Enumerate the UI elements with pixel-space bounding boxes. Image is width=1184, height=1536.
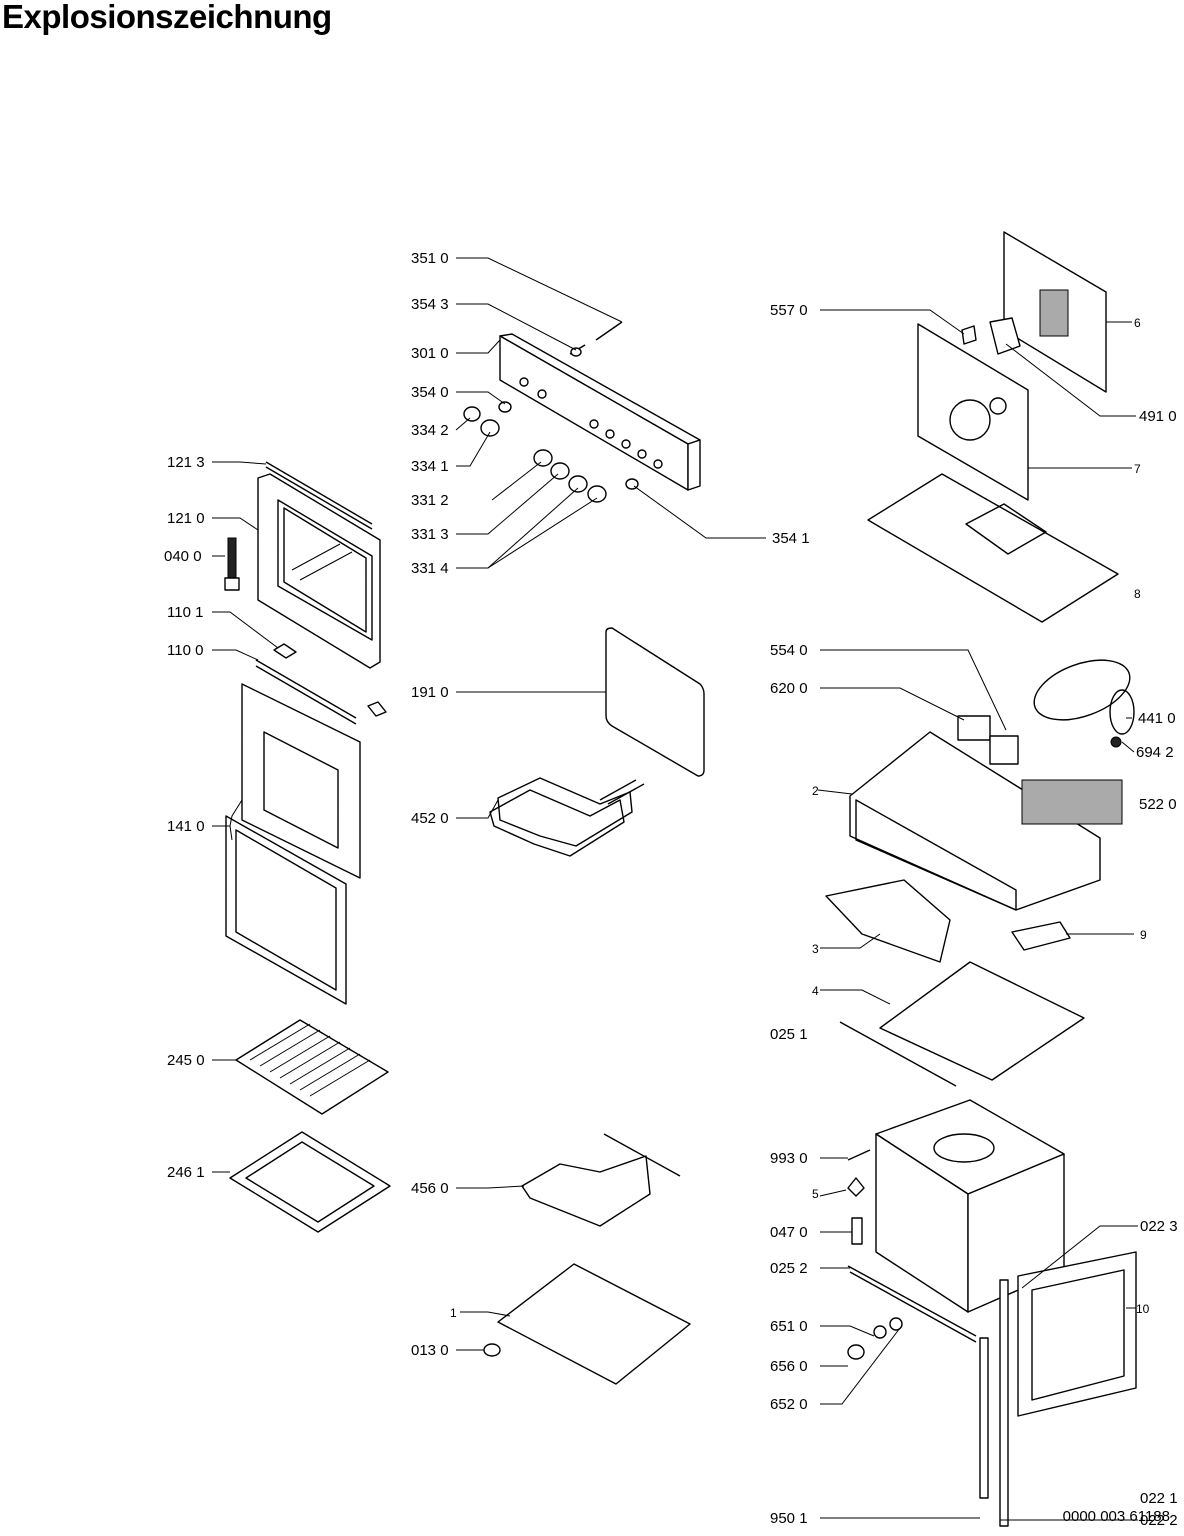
label-993-0: 993 0 xyxy=(770,1150,808,1167)
label-040-0: 040 0 xyxy=(164,548,202,565)
label-651-0: 651 0 xyxy=(770,1318,808,1335)
label-354-1: 354 1 xyxy=(772,530,810,547)
label-191-0: 191 0 xyxy=(411,684,449,701)
label-557-0: 557 0 xyxy=(770,302,808,319)
label-141-0: 141 0 xyxy=(167,818,205,835)
label-2: 2 xyxy=(812,784,819,798)
label-354-0: 354 0 xyxy=(411,384,449,401)
label-301-0: 301 0 xyxy=(411,345,449,362)
label-522-0: 522 0 xyxy=(1139,796,1177,813)
label-331-4: 331 4 xyxy=(411,560,449,577)
label-5: 5 xyxy=(812,1187,819,1201)
heating-elements xyxy=(483,627,705,1385)
page-title: Explosionszeichnung xyxy=(2,0,332,35)
label-354-3: 354 3 xyxy=(411,296,449,313)
label-452-0: 452 0 xyxy=(411,810,449,827)
label-1: 1 xyxy=(450,1306,457,1320)
label-334-1: 334 1 xyxy=(411,458,449,475)
label-246-1: 246 1 xyxy=(167,1164,205,1181)
label-10: 10 xyxy=(1136,1302,1150,1316)
label-351-0: 351 0 xyxy=(411,250,449,267)
label-331-2: 331 2 xyxy=(411,492,449,509)
label-441-0: 441 0 xyxy=(1138,710,1176,727)
label-3: 3 xyxy=(812,942,819,956)
label-022-1: 022 1 xyxy=(1140,1490,1178,1507)
label-7: 7 xyxy=(1134,462,1141,476)
label-554-0: 554 0 xyxy=(770,642,808,659)
label-950-1: 950 1 xyxy=(770,1510,808,1527)
label-491-0: 491 0 xyxy=(1139,408,1177,425)
label-694-2: 694 2 xyxy=(1136,744,1174,761)
label-245-0: 245 0 xyxy=(167,1052,205,1069)
label-4: 4 xyxy=(812,984,819,998)
label-8: 8 xyxy=(1134,587,1141,601)
control-panel-parts xyxy=(463,321,701,503)
label-6: 6 xyxy=(1134,316,1141,330)
label-121-0: 121 0 xyxy=(167,510,205,527)
racks-and-trays xyxy=(229,1019,391,1233)
door-parts xyxy=(224,461,387,1005)
leader-lines xyxy=(212,257,1138,1521)
label-456-0: 456 0 xyxy=(411,1180,449,1197)
label-121-3: 121 3 xyxy=(167,454,205,471)
part-labels: 351 0 354 3 301 0 354 0 334 2 334 1 331 … xyxy=(164,250,1178,1529)
label-025-2: 025 2 xyxy=(770,1260,808,1277)
drawing-number: 0000 003 61188 xyxy=(1062,1508,1170,1525)
label-9: 9 xyxy=(1140,928,1147,942)
label-656-0: 656 0 xyxy=(770,1358,808,1375)
label-334-2: 334 2 xyxy=(411,422,449,439)
label-022-2: 022 2 xyxy=(1140,1512,1178,1529)
label-025-1: 025 1 xyxy=(770,1026,808,1043)
label-331-3: 331 3 xyxy=(411,526,449,543)
oven-cavity xyxy=(847,1099,1137,1527)
label-022-3: 022 3 xyxy=(1140,1218,1178,1235)
back-wall-parts xyxy=(867,231,1119,623)
label-013-0: 013 0 xyxy=(411,1342,449,1359)
label-047-0: 047 0 xyxy=(770,1224,808,1241)
label-110-1: 110 1 xyxy=(167,604,203,621)
fan-and-electronics xyxy=(825,659,1135,1087)
label-110-0: 110 0 xyxy=(167,642,203,659)
label-620-0: 620 0 xyxy=(770,680,808,697)
label-652-0: 652 0 xyxy=(770,1396,808,1413)
